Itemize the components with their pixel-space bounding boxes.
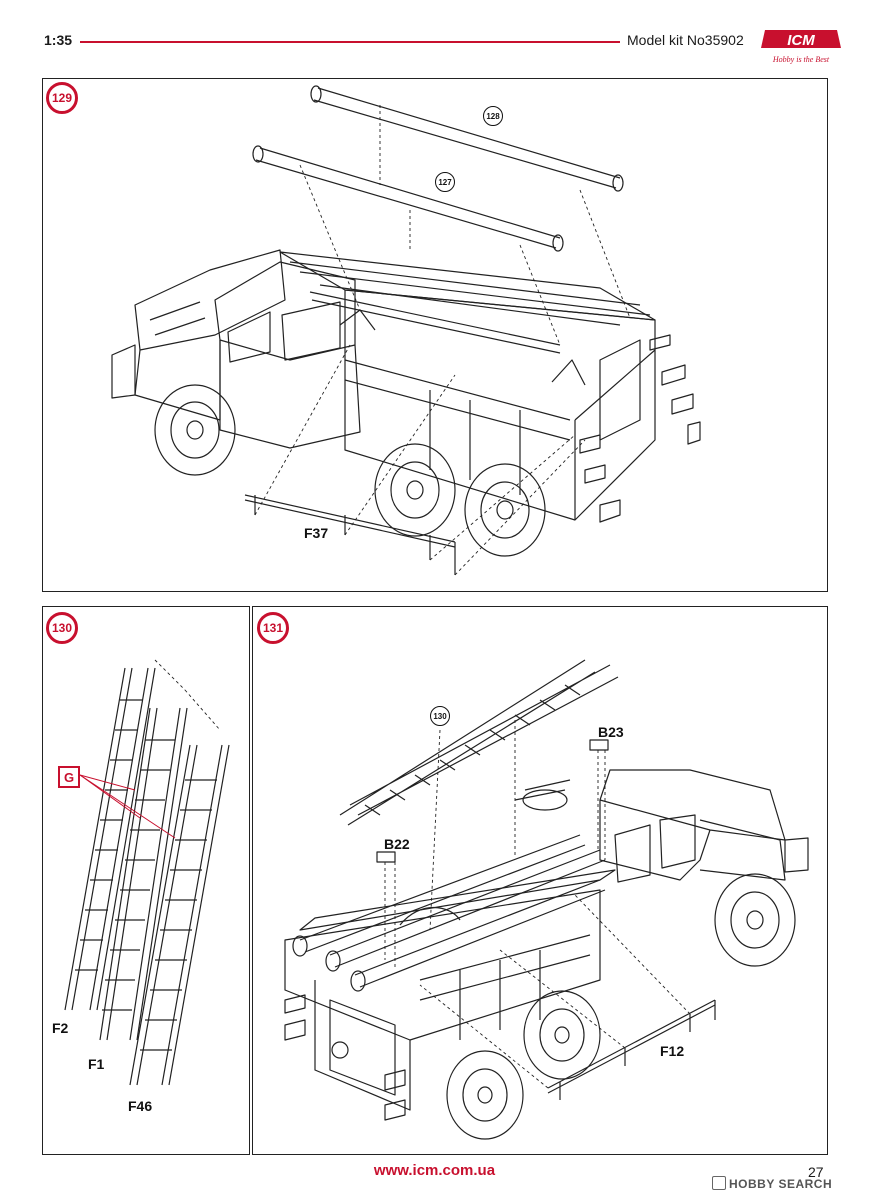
ref-130-badge: 130 [430,706,450,726]
step-131-panel [252,606,828,1155]
logo-text: ICM [787,32,815,49]
sprue-g-callout: G [58,766,80,788]
header-rule [80,41,620,43]
part-label-f46: F46 [128,1098,153,1114]
kit-title: Model kit No35902 [627,32,744,48]
hobby-search-icon [712,1176,726,1190]
scale-label: 1:35 [44,32,73,48]
step-130-badge: 130 [46,612,78,644]
part-label-f37: F37 [304,525,329,541]
ref-128-badge: 128 [483,106,503,126]
logo-tagline: Hobby is the Best [772,55,830,64]
part-label-f1: F1 [88,1056,105,1072]
ladder-drawing-130 [64,667,230,1086]
part-label-b22: B22 [384,836,410,852]
watermark-text: HOBBY SEARCH [729,1177,833,1191]
step-129-badge: 129 [46,82,78,114]
step-130-panel [42,606,250,1155]
hobby-search-watermark: HOBBY SEARCH [712,1176,832,1191]
part-label-f12: F12 [660,1043,685,1059]
part-label-b23: B23 [598,724,624,740]
truck-drawing-129 [111,85,701,575]
step-131-badge: 131 [257,612,289,644]
icm-logo: ICM Hobby is the Best [755,26,845,70]
truck-drawing-131 [284,659,809,1140]
website-link[interactable]: www.icm.com.ua [373,1162,496,1179]
part-label-f2: F2 [52,1020,69,1036]
page-number: 27 [808,1164,824,1180]
ref-127-badge: 127 [435,172,455,192]
